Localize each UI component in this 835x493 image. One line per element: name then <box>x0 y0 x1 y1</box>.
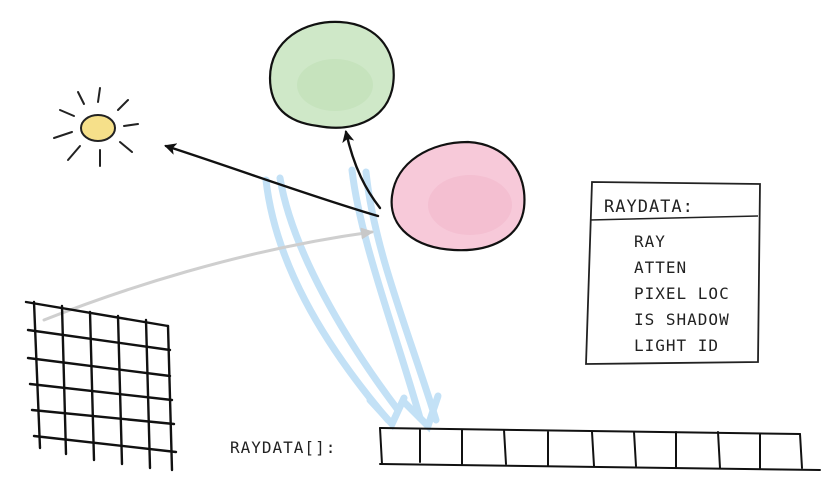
raydata-buffer <box>379 427 821 471</box>
sun-icon <box>53 87 139 167</box>
raydata-field-ray: RAY <box>634 232 666 251</box>
raydata-field-atten: ATTEN <box>634 258 687 277</box>
pixel-grid <box>24 300 178 472</box>
raydata-field-pixel-loc: PIXEL LOC <box>634 284 730 303</box>
buffer-label: RAYDATA[]: <box>230 438 336 457</box>
shadow-rays <box>262 166 442 433</box>
raydata-title: RAYDATA: <box>604 197 694 217</box>
ray-to-green-sphere <box>342 130 382 210</box>
camera-ray <box>42 227 374 322</box>
ray-to-sun <box>164 143 380 218</box>
green-sphere <box>268 20 395 129</box>
raydata-field-light-id: LIGHT ID <box>634 336 719 355</box>
raydata-field-is-shadow: IS SHADOW <box>634 310 730 329</box>
pink-sphere <box>390 140 526 252</box>
raydata-box: RAYDATA: RAY ATTEN PIXEL LOC IS SHADOW L… <box>585 181 761 365</box>
